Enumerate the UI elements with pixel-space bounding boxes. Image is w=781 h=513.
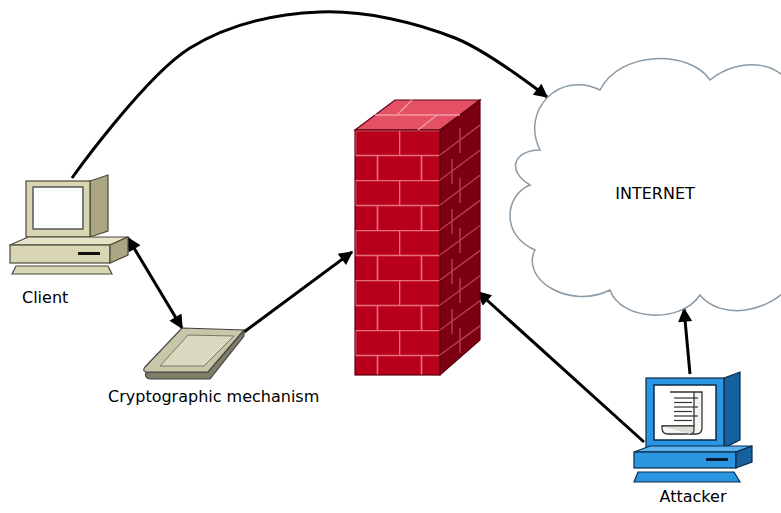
- connector-arrow: [128, 238, 182, 328]
- attacker-computer-shape: [632, 372, 754, 484]
- connector-arrow: [684, 309, 690, 374]
- connector-arrow: [244, 252, 352, 332]
- node-label: Cryptographic mechanism: [108, 388, 319, 406]
- crypto-device-shape: [138, 322, 248, 382]
- attacker-computer: Attacker: [632, 372, 754, 506]
- cloud-label: INTERNET: [548, 185, 762, 203]
- client-computer-shape: [8, 175, 133, 275]
- crypto-device: Cryptographic mechanism: [108, 322, 319, 406]
- connector-arrow: [478, 292, 644, 442]
- node-label: Client: [8, 289, 133, 307]
- node-label: Attacker: [632, 488, 754, 506]
- firewall-wall: [352, 98, 482, 378]
- internet-cloud: INTERNET: [508, 55, 781, 345]
- client-computer: Client: [8, 175, 133, 307]
- firewall-wall-shape: [352, 98, 482, 378]
